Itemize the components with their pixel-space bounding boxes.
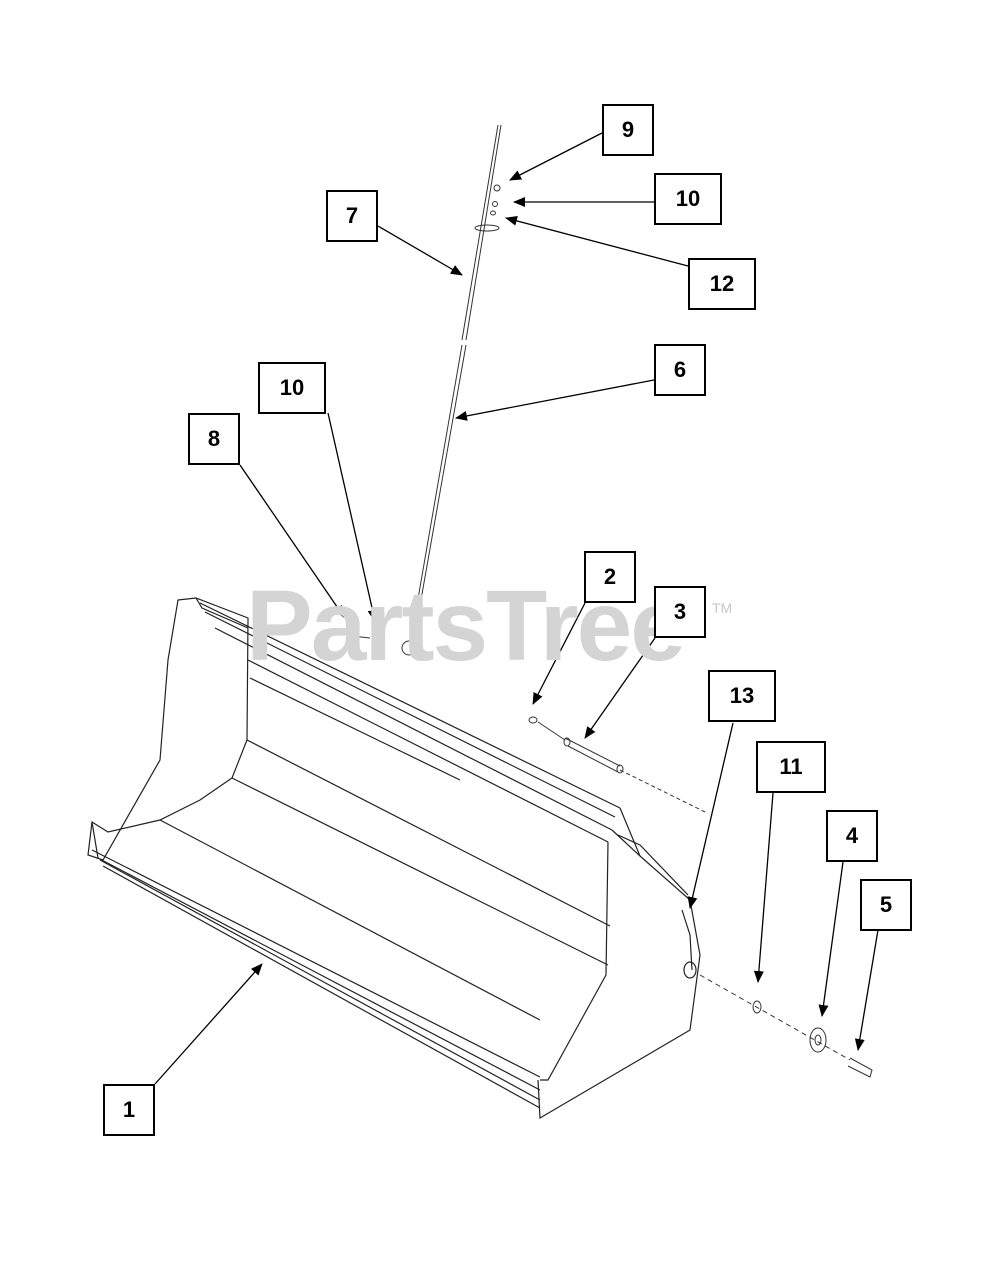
side-hardware (699, 974, 873, 1078)
bucket-drawing (87, 597, 701, 1120)
leader-arrows (154, 132, 879, 1085)
callout-4[interactable]: 4 (826, 810, 878, 862)
callout-8[interactable]: 8 (188, 413, 240, 465)
callout-5[interactable]: 5 (860, 879, 912, 931)
callout-1[interactable]: 1 (103, 1084, 155, 1136)
callout-7[interactable]: 7 (326, 190, 378, 242)
callout-11[interactable]: 11 (756, 741, 826, 793)
callout-10-top[interactable]: 10 (654, 173, 722, 225)
rod-assembly (351, 124, 502, 656)
callout-6[interactable]: 6 (654, 344, 706, 396)
pin-assembly (528, 716, 706, 813)
trademark-symbol: TM (712, 600, 733, 616)
callout-9[interactable]: 9 (602, 104, 654, 156)
callout-10-mid[interactable]: 10 (258, 362, 326, 414)
callout-12[interactable]: 12 (688, 258, 756, 310)
callout-2[interactable]: 2 (584, 551, 636, 603)
callout-3[interactable]: 3 (654, 586, 706, 638)
callout-13[interactable]: 13 (708, 670, 776, 722)
